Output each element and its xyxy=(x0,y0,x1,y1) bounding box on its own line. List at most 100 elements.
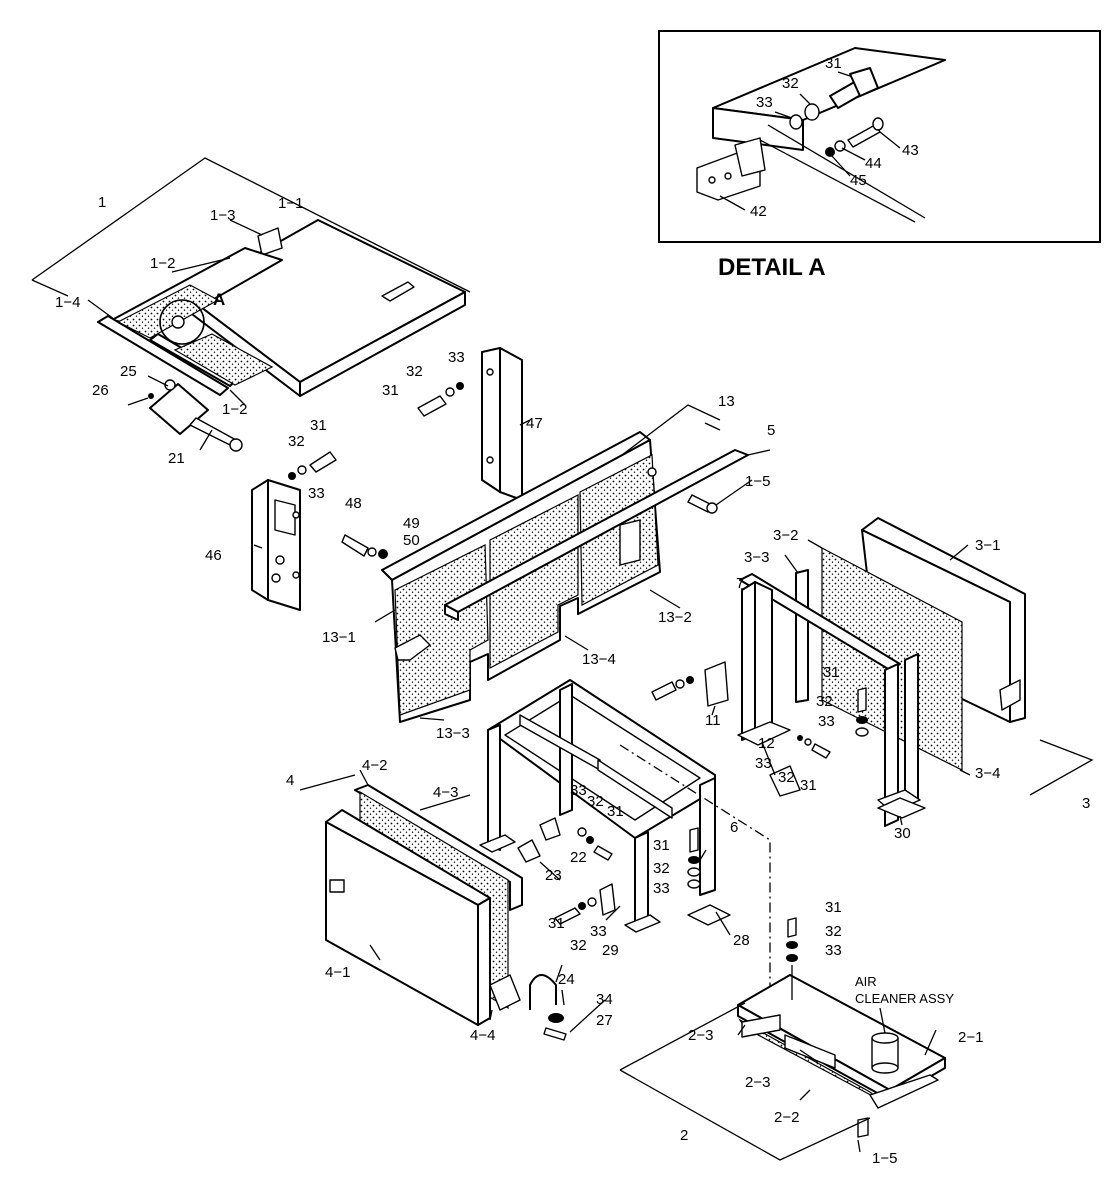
part-label: 32 xyxy=(653,860,670,877)
part-label: 3−3 xyxy=(744,549,769,566)
top-cover-assembly: A xyxy=(31,157,471,397)
detail-a-title: DETAIL A xyxy=(718,254,826,281)
part-label: 1−3 xyxy=(210,207,235,224)
part-label: 47 xyxy=(526,415,543,432)
part-label: 13−3 xyxy=(436,725,470,742)
part-label: 46 xyxy=(205,547,222,564)
part-label: 1 xyxy=(98,194,106,211)
part-label: 33 xyxy=(570,782,587,799)
part-label: 24 xyxy=(558,971,575,988)
part-label: 45 xyxy=(850,172,867,189)
part-label: 1−1 xyxy=(278,195,303,212)
part-label: 33 xyxy=(590,923,607,940)
part-label: 33 xyxy=(756,94,773,111)
part-label: 13 xyxy=(718,393,735,410)
part-label: 48 xyxy=(345,495,362,512)
part-label: 31 xyxy=(825,55,842,72)
part-label: 33 xyxy=(755,755,772,772)
part-label: 1−2 xyxy=(150,255,175,272)
part-label: 3−1 xyxy=(975,537,1000,554)
part-label: 50 xyxy=(403,532,420,549)
detail-a-box: DETAIL A xyxy=(658,30,1101,281)
part-label: 13−4 xyxy=(582,651,616,668)
detail-a-leaders xyxy=(719,71,901,211)
leader-lines xyxy=(87,219,971,1153)
part-label: 6 xyxy=(730,819,738,836)
part-labels: 1 1−1 1−2 1−2 1−3 1−4 1−5 1−5 25 26 21 3… xyxy=(55,55,1090,1167)
air-cleaner-note: AIR CLEANER ASSY xyxy=(855,974,954,1006)
frame-6 xyxy=(479,679,771,1000)
part-label: 23 xyxy=(545,867,562,884)
part-label: 32 xyxy=(778,769,795,786)
part-label: 31 xyxy=(382,382,399,399)
part-label: 32 xyxy=(570,937,587,954)
part-label: 11 xyxy=(705,712,721,729)
bracket-47 xyxy=(417,347,523,501)
part-label: 28 xyxy=(733,932,750,949)
part-label: 30 xyxy=(894,825,911,842)
part-label: 32 xyxy=(782,75,799,92)
part-label: 33 xyxy=(448,349,465,366)
part-label: 7 xyxy=(736,575,744,592)
part-label: 13−2 xyxy=(658,609,692,626)
part-label: 44 xyxy=(865,155,882,172)
part-label: 1−2 xyxy=(222,401,247,418)
part-label: 1−4 xyxy=(55,294,80,311)
part-label: 26 xyxy=(92,382,109,399)
part-label: 32 xyxy=(825,923,842,940)
part-label: 3−2 xyxy=(773,527,798,544)
part-label: 33 xyxy=(653,880,670,897)
part-label: 34 xyxy=(596,991,613,1008)
part-label: 31 xyxy=(548,915,565,932)
part-label: 43 xyxy=(902,142,919,159)
part-label: 4−3 xyxy=(433,784,458,801)
part-label: 4 xyxy=(286,772,294,789)
part-label: 31 xyxy=(825,899,842,916)
part-label: 2−3 xyxy=(688,1027,713,1044)
part-label: 31 xyxy=(310,417,327,434)
right-panel-assembly xyxy=(651,517,1094,827)
bolt-48 xyxy=(341,534,388,559)
part-label: 32 xyxy=(406,363,423,380)
part-label: 27 xyxy=(596,1012,613,1029)
part-label: 31 xyxy=(653,837,670,854)
part-label: 25 xyxy=(120,363,137,380)
note-line-1: AIR xyxy=(855,974,877,989)
part-label: 4−2 xyxy=(362,757,387,774)
part-label: 33 xyxy=(308,485,325,502)
part-label: 31 xyxy=(607,803,624,820)
callout-a: A xyxy=(213,290,225,309)
part-label: 1−5 xyxy=(872,1150,897,1167)
part-label: 32 xyxy=(587,793,604,810)
part-label: 4−1 xyxy=(325,964,350,981)
part-label: 2−2 xyxy=(774,1109,799,1126)
part-label: 49 xyxy=(403,515,420,532)
part-label: 31 xyxy=(800,777,817,794)
part-label: 1−5 xyxy=(745,473,770,490)
part-label: 21 xyxy=(168,450,185,467)
part-label: 2−3 xyxy=(745,1074,770,1091)
note-line-2: CLEANER ASSY xyxy=(855,991,954,1006)
part-label: 42 xyxy=(750,203,767,220)
part-label: 3−4 xyxy=(975,765,1000,782)
detail-a-title-text: DETAIL A xyxy=(718,254,826,281)
gas-strut xyxy=(127,379,243,452)
part-label: 4−4 xyxy=(470,1027,495,1044)
part-label: 32 xyxy=(816,693,833,710)
part-label: 29 xyxy=(602,942,619,959)
part-label: 3 xyxy=(1082,795,1090,812)
part-label: 22 xyxy=(570,849,587,866)
part-label: 33 xyxy=(825,942,842,959)
part-label: 12 xyxy=(758,735,775,752)
bracket-46 xyxy=(251,451,337,611)
part-label: 5 xyxy=(767,422,775,439)
part-label: 13−1 xyxy=(322,629,356,646)
part-label: 33 xyxy=(818,713,835,730)
part-label: 31 xyxy=(823,664,840,681)
center-panel-assembly xyxy=(381,404,749,723)
base-assembly xyxy=(619,917,946,1161)
part-label: 2 xyxy=(680,1127,688,1144)
door-assembly xyxy=(299,774,567,1041)
part-label: 2−1 xyxy=(958,1029,983,1046)
